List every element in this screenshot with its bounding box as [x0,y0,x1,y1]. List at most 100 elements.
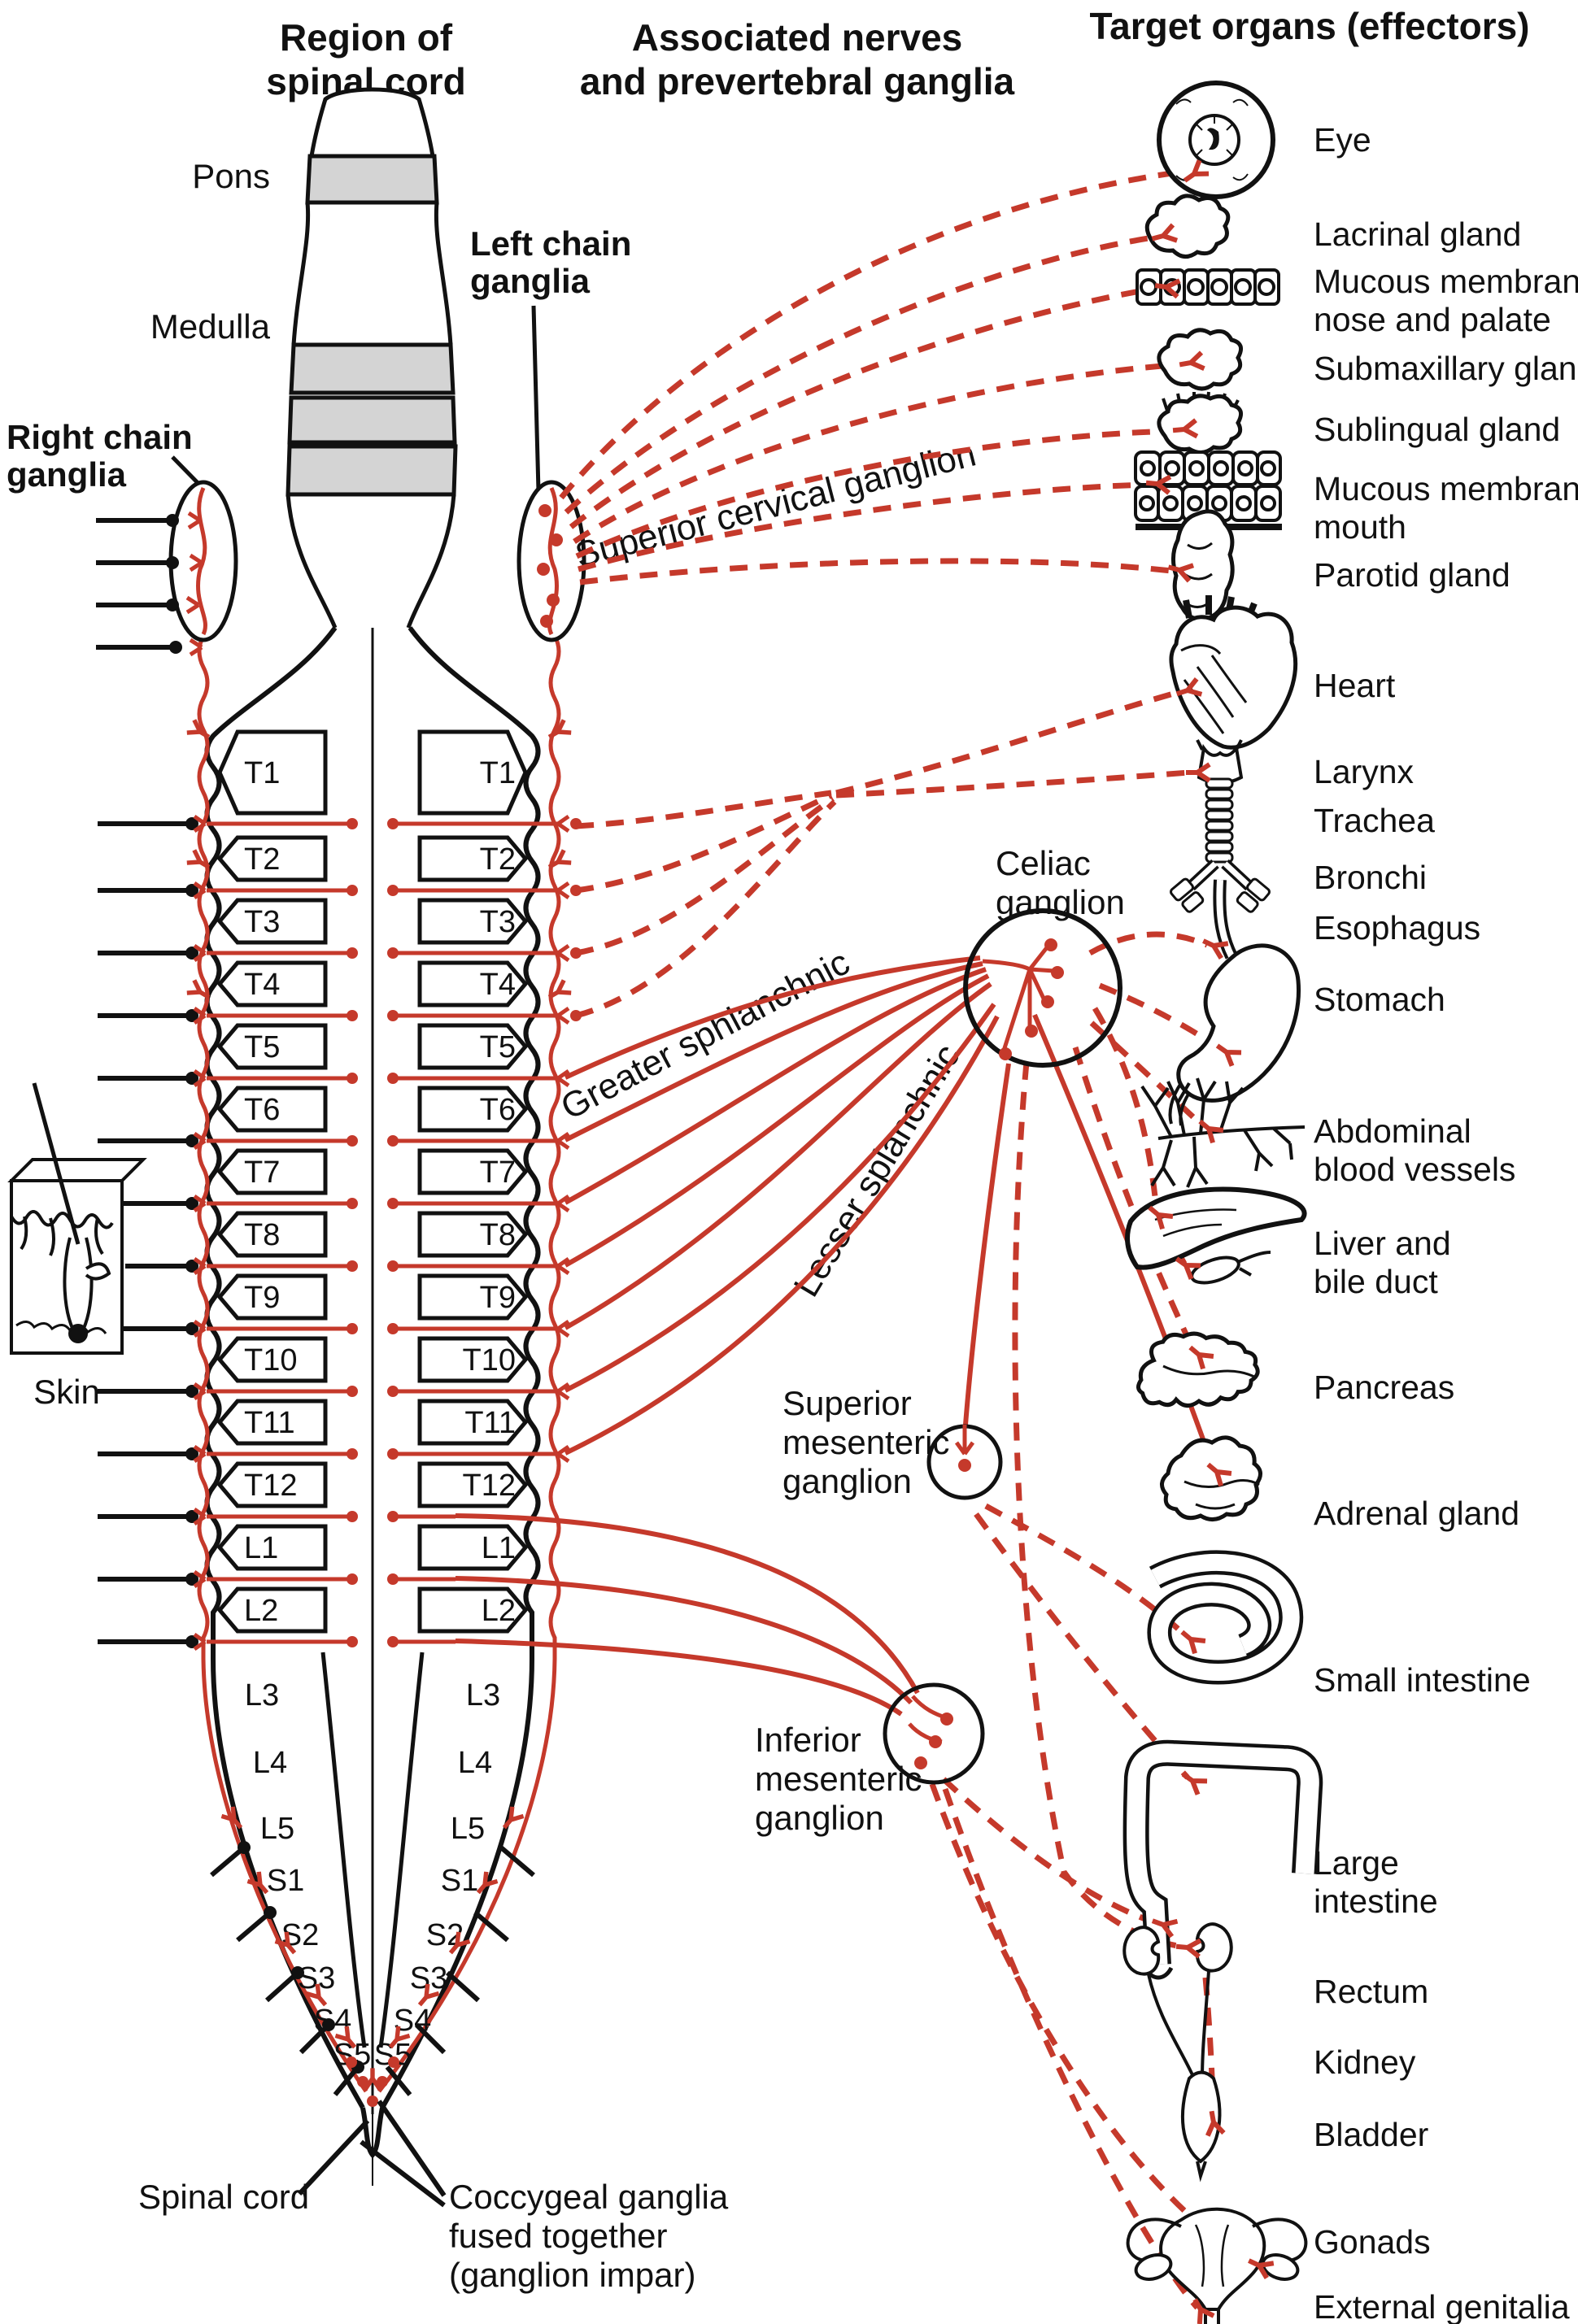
segment-box-left [216,835,328,882]
header-nerves-2: and prevertebral ganglia [580,60,1015,102]
ramus-fork-left [193,1507,207,1526]
small-intestine-icon [1147,1550,1304,1685]
segment-label-right: T12 [463,1469,516,1503]
segment-label-right: T9 [480,1281,516,1315]
mucous-membrane-nose-icon [1136,268,1280,306]
nerve-fork [1206,1462,1232,1487]
nerve-fork [1192,2298,1215,2324]
nerve-fork [1175,677,1203,697]
ramus-fork-right [556,1319,570,1338]
segment-label-left: T8 [244,1218,280,1252]
brainstem-illustration [286,87,458,629]
segment-box-right [417,1086,529,1133]
organ-label-adrenal-gland: Adrenal gland [1314,1495,1519,1532]
ramus-fork-left [193,1319,207,1338]
sublingual-gland-icon [1157,391,1244,455]
ramus-fork-right [556,1194,570,1213]
nerve-root-dot-left [347,1511,358,1522]
nerve-fork [1183,159,1210,183]
segment-label-left: T1 [244,756,280,790]
nerve-fork [1172,418,1199,439]
segment-box-right [417,1524,529,1571]
somatic-nerve-dot [185,1134,198,1147]
organ-label-bronchi: Bronchi [1314,859,1427,896]
nerve-fork [1167,563,1195,583]
caudal-label-left: L5 [260,1812,294,1846]
segment-label-left: L2 [244,1594,278,1628]
segment-label-left: T9 [244,1281,280,1315]
segment-label-right: L1 [482,1531,516,1565]
organ-label-kidney: Kidney [1314,2043,1416,2081]
nerve-fork [1145,474,1172,495]
somatic-nerve-dot [185,1385,198,1398]
caudal-label-right: L3 [466,1678,500,1713]
nerve-fork [274,1931,297,1955]
organ-label-mucous-membrane-mouth: mouth [1314,508,1406,546]
ramus-fork-right [556,814,570,833]
sacral-stub-right [445,1970,481,2003]
segment-label-left: T11 [244,1406,295,1440]
ramus-fork-right [556,1068,570,1088]
cauda-inner-right [378,1652,425,2048]
nerve-fork [1151,1918,1179,1939]
nerve-fork [1175,1256,1201,1280]
nerve-fork [417,1983,440,2007]
nerve-fork [1179,350,1205,371]
ramus-fork-left [193,1382,207,1401]
celiac-ganglion-label-2: ganglion [996,883,1125,921]
nerve-fork [547,979,572,999]
postganglionic-dashed-fibers-thoracic [575,690,1190,1019]
organ-label-trachea: Trachea [1314,802,1435,839]
adrenal-gland-icon [1160,1435,1262,1521]
somatic-nerve-dot [185,1197,198,1210]
stomach-icon [1168,943,1301,1126]
somatic-nerve-dot [185,1635,198,1648]
right-chain-ganglia-label: Right chain [7,418,193,456]
nerve-root-dot-left [347,1386,358,1397]
segment-label-right: T10 [463,1343,516,1377]
sacral-dot-left [238,1841,251,1854]
organ-label-submaxillary-gland: Submaxillary gland [1314,350,1578,387]
ramus-fork-left [193,814,207,833]
nerve-fork [1186,762,1211,783]
segment-box-right [417,898,529,945]
segment-label-right: L2 [482,1594,516,1628]
skin-label: Skin [33,1373,100,1411]
pons-label: Pons [192,157,270,195]
nerve-fork [1151,223,1179,243]
sacral-stub-left [299,2022,331,2055]
caudal-label-right: L4 [458,1746,492,1780]
coccygeal-leader-line-1 [377,2100,447,2197]
sacral-stub-right [499,1845,535,1878]
organ-label-rectum: Rectum [1314,1973,1428,2010]
inferior-mesenteric-label: Inferior [755,1721,861,1759]
segment-box-left [216,1524,328,1571]
organ-label-esophagus: Esophagus [1314,909,1480,947]
organ-label-pancreas: Pancreas [1314,1369,1454,1406]
segment-box-right [417,960,529,1008]
ramus-fork-left [193,1068,207,1088]
organ-label-lacrinal-gland: Lacrinal gland [1314,215,1521,253]
nerve-fork [388,2026,411,2049]
eye-icon [1157,81,1275,199]
segment-label-left: T4 [244,968,280,1002]
nerve-fork [220,1806,243,1830]
cord-right-edge [380,626,541,2109]
ramus-fork-left [193,1194,207,1213]
somatic-nerve-dot [185,947,198,960]
nerve-fork [363,2068,382,2091]
segment-box-right [417,1399,529,1446]
segment-box-left [216,1586,328,1634]
somatic-nerve-dot [185,1510,198,1523]
organ-label-large-intestine: intestine [1314,1882,1438,1920]
somatic-nerve-dot [185,884,198,897]
segment-box-right [417,1461,529,1508]
segment-label-left: T5 [244,1030,280,1064]
right-chain-ganglia-label-2: ganglia [7,455,127,494]
medulla-band-1 [289,342,456,395]
nerve-fork [502,1806,525,1830]
superior-mesenteric-ganglion [926,1424,1003,1500]
ramus-fork-left [193,1632,207,1652]
ramus-fork-left [193,943,207,963]
inferior-mesenteric-label-3: ganglion [755,1799,884,1837]
